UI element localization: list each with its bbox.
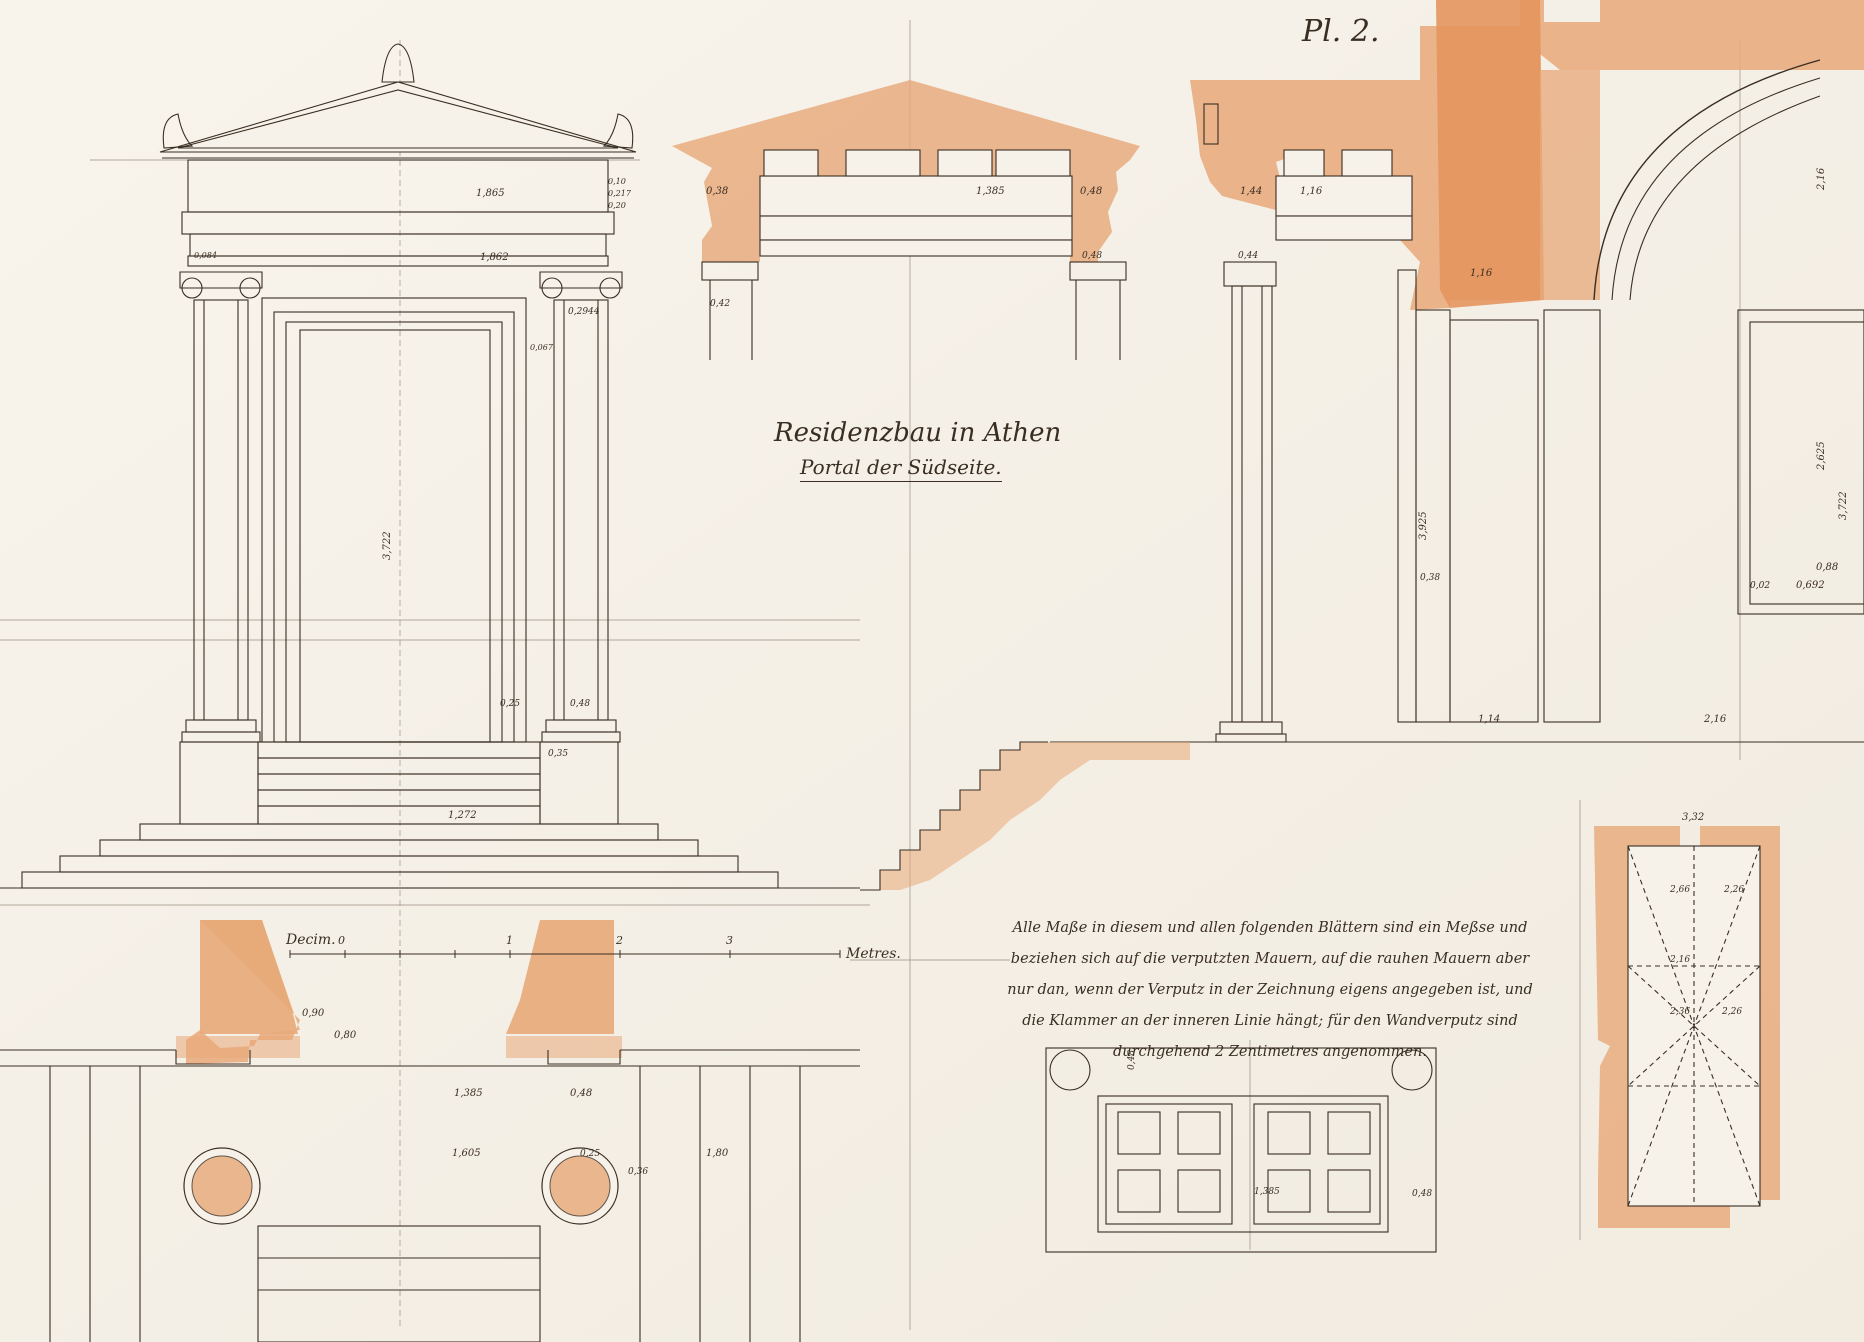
dim-plan-6: 1,80 (706, 1148, 729, 1159)
dim-plan-7: 0,25 (580, 1149, 600, 1159)
portal-elevation (0, 43, 860, 889)
dim-side-6: 0,02 (1750, 581, 1770, 591)
scale-start-label: Decim. (286, 932, 336, 948)
room-plan (1594, 826, 1780, 1228)
dim-room-1: 3,32 (1682, 812, 1704, 823)
dim-elev-1: 1,865 (476, 188, 505, 199)
cornice-section (672, 80, 1140, 360)
scale-tick-2: 2 (616, 934, 623, 947)
dim-room-3: 2,26 (1723, 885, 1744, 895)
scale-bar (289, 950, 841, 958)
dim-plan-2: 0,80 (334, 1030, 357, 1041)
dim-plan-4: 0,48 (570, 1088, 592, 1099)
door-leaf-plan (1045, 1047, 1437, 1253)
dim-side-10: 3,722 (1838, 491, 1849, 520)
dim-room-2: 2,66 (1669, 885, 1690, 895)
dim-elev-11: 0,10 (608, 177, 626, 186)
dim-side-4: 0,88 (1816, 562, 1838, 573)
portal-plan (0, 920, 860, 1342)
dim-side-8: 1,16 (1470, 268, 1493, 279)
dim-sec-3: 0,48 (1080, 186, 1102, 197)
dim-room-5: 2,36 (1669, 1007, 1690, 1017)
side-section (860, 0, 1864, 891)
dim-plan-3: 1,385 (454, 1088, 483, 1099)
plate-number: Pl. 2. (1302, 14, 1380, 49)
scale-end-label: Metres. (846, 946, 901, 962)
dim-elev-13: 0,20 (608, 201, 626, 210)
dim-elev-12: 0,217 (608, 189, 632, 198)
dim-room-6: 2,26 (1721, 1007, 1742, 1017)
dim-side-2: 1,14 (1478, 714, 1500, 725)
dim-elev-4: 1,272 (448, 810, 477, 821)
dim-sec-5: 1,16 (1300, 186, 1323, 197)
dim-elev-6: 0,35 (548, 749, 568, 759)
dimension-note: Alle Maße in diesem und allen folgenden … (1007, 920, 1533, 1060)
dim-elev-3: 3,722 (382, 531, 393, 560)
dim-elev-9: 0,067 (530, 343, 554, 352)
dim-elev-5: 0,48 (570, 699, 590, 709)
dim-sec-7: 0,44 (1238, 251, 1258, 261)
dim-side-9: 2,625 (1816, 441, 1827, 471)
dim-side-5: 0,692 (1796, 580, 1825, 591)
dim-plan-1: 0,90 (302, 1008, 325, 1019)
dim-plan-8: 0,36 (628, 1167, 648, 1177)
drawing-title: Residenzbau in Athen (774, 418, 1062, 448)
dim-door-3: 0,48 (1412, 1189, 1432, 1199)
dim-sec-6: 0,48 (1082, 251, 1102, 261)
dim-sec-4: 1,44 (1240, 186, 1262, 197)
scale-tick-1: 1 (506, 934, 513, 947)
dim-door-2: 1,385 (1254, 1187, 1280, 1197)
scale-tick-3: 3 (726, 934, 733, 947)
dim-elev-7: 0,25 (500, 699, 520, 709)
dim-elev-10: 0,084 (194, 251, 217, 260)
dim-plan-5: 1,605 (452, 1148, 481, 1159)
dim-side-3: 2,16 (1703, 714, 1727, 725)
dim-side-7: 0,38 (1420, 573, 1440, 583)
dimension-labels: 1,865 1,862 3,722 1,272 0,48 0,35 0,25 0… (194, 167, 1849, 1199)
dim-elev-8: 0,2944 (568, 307, 600, 317)
dim-side-1: 2,16 (1816, 167, 1827, 191)
dim-door-1: 0,48 (1127, 1050, 1137, 1070)
dim-sec-2: 1,385 (976, 186, 1005, 197)
drawing-subtitle: Portal der Südseite. (800, 455, 1002, 482)
dim-sec-1: 0,38 (706, 186, 728, 197)
dim-room-4: 2,16 (1669, 955, 1690, 965)
dim-sec-8: 0,42 (710, 299, 730, 309)
dim-elev-2: 1,862 (480, 252, 509, 263)
dim-side-11: 3,925 (1418, 511, 1429, 540)
scale-tick-0: 0 (338, 934, 345, 947)
